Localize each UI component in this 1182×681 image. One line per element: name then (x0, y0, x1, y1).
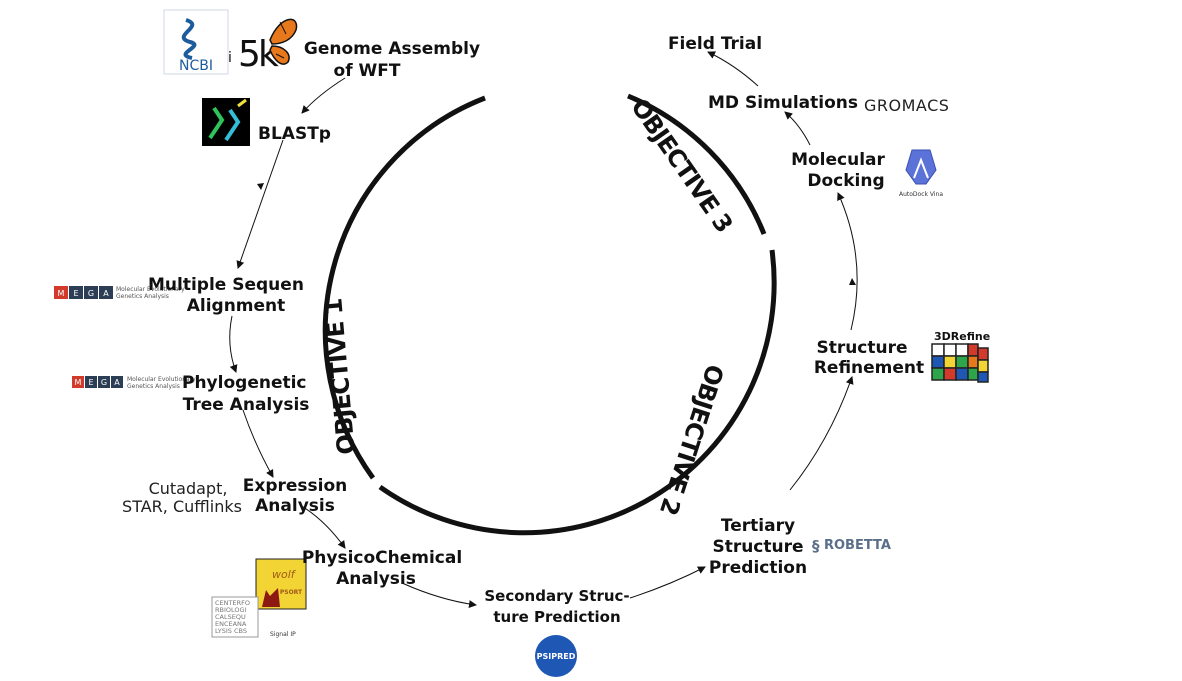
refine-line1: Structure (816, 338, 907, 358)
svg-text:wolf: wolf (272, 568, 297, 581)
tertiary-line3: Prediction (709, 558, 807, 578)
objective-2-arc (378, 249, 777, 536)
svg-text:CENTERFO: CENTERFO (215, 599, 250, 607)
arrow-phylo-to-expr (242, 409, 274, 478)
docking-line1: Molecular (791, 150, 885, 170)
svg-text:Molecular Evolutionary: Molecular Evolutionary (116, 286, 185, 293)
genome-assembly-line2: of WFT (334, 61, 401, 81)
phylo-line2: Tree Analysis (183, 395, 310, 415)
physico-line2: Analysis (336, 569, 416, 589)
svg-text:PSORT: PSORT (280, 589, 303, 596)
svg-text:ROBETTA: ROBETTA (824, 538, 891, 553)
svg-text:ENCEANA: ENCEANA (215, 620, 247, 628)
expression-line2: Analysis (255, 496, 335, 516)
arrow-expr-to-physico (299, 504, 346, 549)
robetta-logo: § ROBETTA (812, 537, 891, 555)
blast-logo (202, 98, 250, 146)
md-simulations-label: MD Simulations (708, 93, 858, 113)
arrow-msa-to-phylo (229, 315, 238, 373)
cutadapt-line1: Cutadapt, (149, 479, 228, 498)
arrow-docking-to-md (784, 111, 811, 146)
cutadapt-line2: STAR, Cufflinks (122, 497, 242, 516)
svg-text:i: i (228, 50, 232, 66)
butterfly-icon (269, 18, 298, 65)
mid-arrowhead-1 (257, 183, 264, 190)
phylo-line1: Phylogenetic (182, 373, 307, 393)
svg-text:G: G (88, 289, 94, 298)
svg-text:M: M (58, 289, 65, 298)
objective-1-arc (322, 95, 486, 480)
svg-text:RBIOLOGI: RBIOLOGI (215, 606, 247, 614)
mid-arrowhead-2 (849, 278, 856, 285)
svg-text:E: E (88, 378, 93, 387)
svg-text:G: G (101, 378, 107, 387)
tertiary-line2: Structure (712, 537, 803, 557)
mega-logo-2: M E G A Molecular Evolutionary Genetics … (72, 376, 196, 390)
rubiks-cube-icon (931, 343, 989, 383)
ncbi-text: NCBI (179, 58, 213, 74)
secondary-line2: ture Prediction (493, 608, 620, 626)
mega-logo-1: M E G A Molecular Evolutionary Genetics … (54, 286, 185, 300)
autodock-logo: AutoDock Vina (899, 149, 943, 198)
arrow-blast-to-msa (236, 139, 284, 269)
objective-3-arc (627, 93, 767, 235)
arrow-refine-to-docking (837, 192, 858, 331)
tertiary-line1: Tertiary (721, 516, 795, 536)
ncbi-logo: NCBI (163, 9, 229, 75)
svg-text:E: E (73, 289, 78, 298)
svg-text:AutoDock Vina: AutoDock Vina (899, 191, 943, 198)
svg-text:M: M (75, 378, 82, 387)
svg-text:5: 5 (238, 34, 261, 75)
svg-text:3DRefine: 3DRefine (934, 330, 990, 343)
arrow-physico-to-secondary (401, 582, 477, 608)
refine-line2: Refinement (814, 358, 924, 378)
arrow-genome-to-blast (301, 77, 346, 114)
svg-text:Genetics Analysis: Genetics Analysis (116, 293, 169, 300)
svg-text:PSIPRED: PSIPRED (537, 652, 576, 661)
svg-text:Genetics Analysis: Genetics Analysis (127, 383, 180, 390)
arrow-tertiary-to-refine (789, 376, 854, 491)
arrow-md-to-field (707, 51, 759, 87)
signalp-label: Signal IP (270, 631, 296, 638)
svg-text:A: A (103, 289, 109, 298)
refine3d-logo: 3DRefine (931, 330, 990, 383)
i5k-logo: i 5 k (228, 18, 298, 75)
objective-1-label: OBJECTIVE 1 (319, 298, 361, 456)
svg-text:A: A (114, 378, 120, 387)
robetta-icon: § (812, 537, 820, 555)
msa-line1: Multiple Sequen (148, 275, 304, 295)
cbs-logo: CENTERFO RBIOLOGI CALSEQU ENCEANA LYSIS … (211, 596, 259, 638)
wolf-psort-logo: wolf PSORT (255, 558, 307, 610)
autodock-vina-icon (905, 149, 937, 185)
expression-line1: Expression (243, 476, 348, 496)
field-trial-label: Field Trial (668, 34, 762, 54)
psipred-logo: PSIPRED (535, 635, 577, 677)
secondary-line1: Secondary Struc- (484, 587, 629, 605)
arrow-secondary-to-tertiary (629, 566, 706, 599)
blastp-label: BLASTp (258, 124, 331, 144)
svg-text:CALSEQU: CALSEQU (215, 613, 246, 621)
msa-line2: Alignment (187, 296, 286, 316)
docking-line2: Docking (807, 171, 884, 191)
gromacs-label: GROMACS (864, 96, 949, 115)
connector-arrows (229, 51, 858, 608)
svg-text:Molecular Evolutionary: Molecular Evolutionary (127, 376, 196, 383)
svg-text:LYSIS CBS: LYSIS CBS (215, 627, 247, 635)
physico-line1: PhysicoChemical (302, 548, 462, 568)
genome-assembly-line1: Genome Assembly (304, 39, 480, 59)
